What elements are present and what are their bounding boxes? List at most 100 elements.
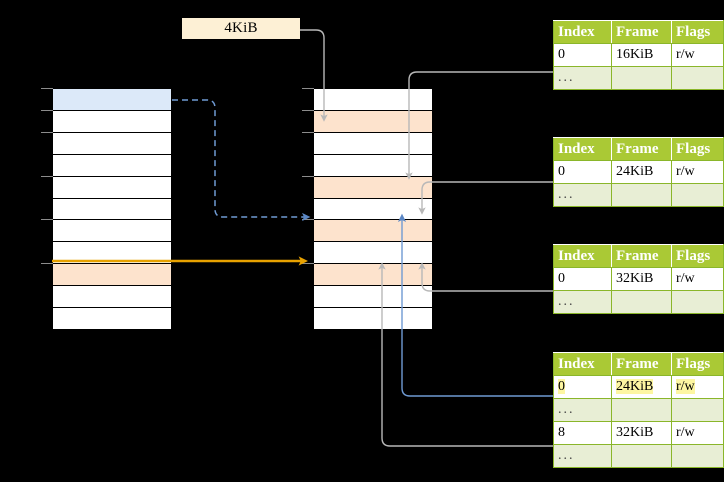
row-tick-mark (41, 109, 53, 111)
cell-flags (671, 290, 724, 314)
column-header-flags: Flags (671, 137, 724, 161)
cell-index: 0 (553, 267, 612, 291)
row-tick-mark (41, 219, 53, 221)
memory-row (302, 175, 432, 199)
cell-frame (611, 183, 672, 207)
cell-index: ... (553, 183, 612, 207)
cell-index: 0 (553, 43, 612, 67)
memory-row (41, 175, 171, 199)
column-header-frame: Frame (611, 20, 672, 44)
memory-row (314, 154, 432, 177)
column-header-flags: Flags (671, 244, 724, 268)
column-header-index: Index (553, 244, 612, 268)
table-row: 0 24KiB r/w (553, 375, 724, 399)
row-tick-mark (302, 131, 314, 133)
table-row: ... (553, 444, 724, 468)
cell-index: ... (553, 398, 612, 422)
middle-page-table (302, 88, 433, 330)
memory-row (41, 131, 171, 155)
cell-frame (611, 66, 672, 90)
table-row: ... (553, 66, 724, 90)
cell-flags (671, 183, 724, 207)
cell-flags: r/w (671, 267, 724, 291)
memory-row (302, 109, 432, 133)
memory-row (53, 154, 171, 177)
memory-row (314, 308, 432, 329)
cell-frame: 24KiB (611, 375, 672, 399)
column-header-frame: Frame (611, 137, 672, 161)
cell-flags (671, 444, 724, 468)
cell-flags (671, 398, 724, 422)
cell-index: ... (553, 290, 612, 314)
left-page-table (41, 88, 172, 330)
memory-row (302, 219, 432, 243)
table-row: ... (553, 183, 724, 207)
column-header-index: Index (553, 137, 612, 161)
memory-row (53, 198, 171, 221)
column-header-flags: Flags (671, 352, 724, 376)
row-tick-mark (41, 263, 53, 265)
column-header-frame: Frame (611, 352, 672, 376)
memory-row (53, 286, 171, 309)
cell-frame: 32KiB (611, 267, 672, 291)
highlighted-value: 24KiB (616, 379, 654, 394)
cell-frame (611, 290, 672, 314)
memory-row (53, 242, 171, 265)
memory-row (314, 286, 432, 309)
cell-frame (611, 398, 672, 422)
memory-row (41, 219, 171, 243)
memory-row (41, 88, 171, 111)
row-tick-mark (302, 175, 314, 177)
size-callout-label: 4KiB (182, 18, 300, 39)
row-tick-mark (302, 219, 314, 221)
row-tick-mark (302, 88, 314, 89)
row-tick-mark (302, 263, 314, 265)
wire-left0-to-middle6 (172, 99, 311, 222)
cell-frame: 32KiB (611, 421, 672, 445)
cell-frame: 24KiB (611, 160, 672, 184)
cell-flags: r/w (671, 160, 724, 184)
column-header-flags: Flags (671, 20, 724, 44)
highlighted-value: 0 (558, 379, 565, 394)
row-tick-mark (41, 131, 53, 133)
cell-frame: 16KiB (611, 43, 672, 67)
memory-row (302, 88, 432, 111)
cell-flags: r/w (671, 43, 724, 67)
column-header-index: Index (553, 352, 612, 376)
row-tick-mark (302, 109, 314, 111)
cell-index: ... (553, 444, 612, 468)
highlighted-value: r/w (676, 379, 695, 394)
cell-flags: r/w (671, 421, 724, 445)
memory-row (53, 308, 171, 329)
row-tick-mark (41, 175, 53, 177)
cell-index: 8 (553, 421, 612, 445)
wire-table2-to-middle6 (418, 181, 553, 215)
memory-row (302, 263, 432, 287)
memory-row (41, 109, 171, 133)
cell-frame (611, 444, 672, 468)
cell-index: ... (553, 66, 612, 90)
row-tick-mark (41, 88, 53, 89)
cell-index: 0 (553, 160, 612, 184)
wire-table3-to-middle8 (418, 262, 553, 292)
memory-row (41, 263, 171, 287)
column-header-index: Index (553, 20, 612, 44)
column-header-frame: Frame (611, 244, 672, 268)
table-row: ... (553, 398, 724, 422)
cell-index: 0 (553, 375, 612, 399)
memory-row (314, 242, 432, 265)
memory-row (302, 131, 432, 155)
table-row: ... (553, 290, 724, 314)
